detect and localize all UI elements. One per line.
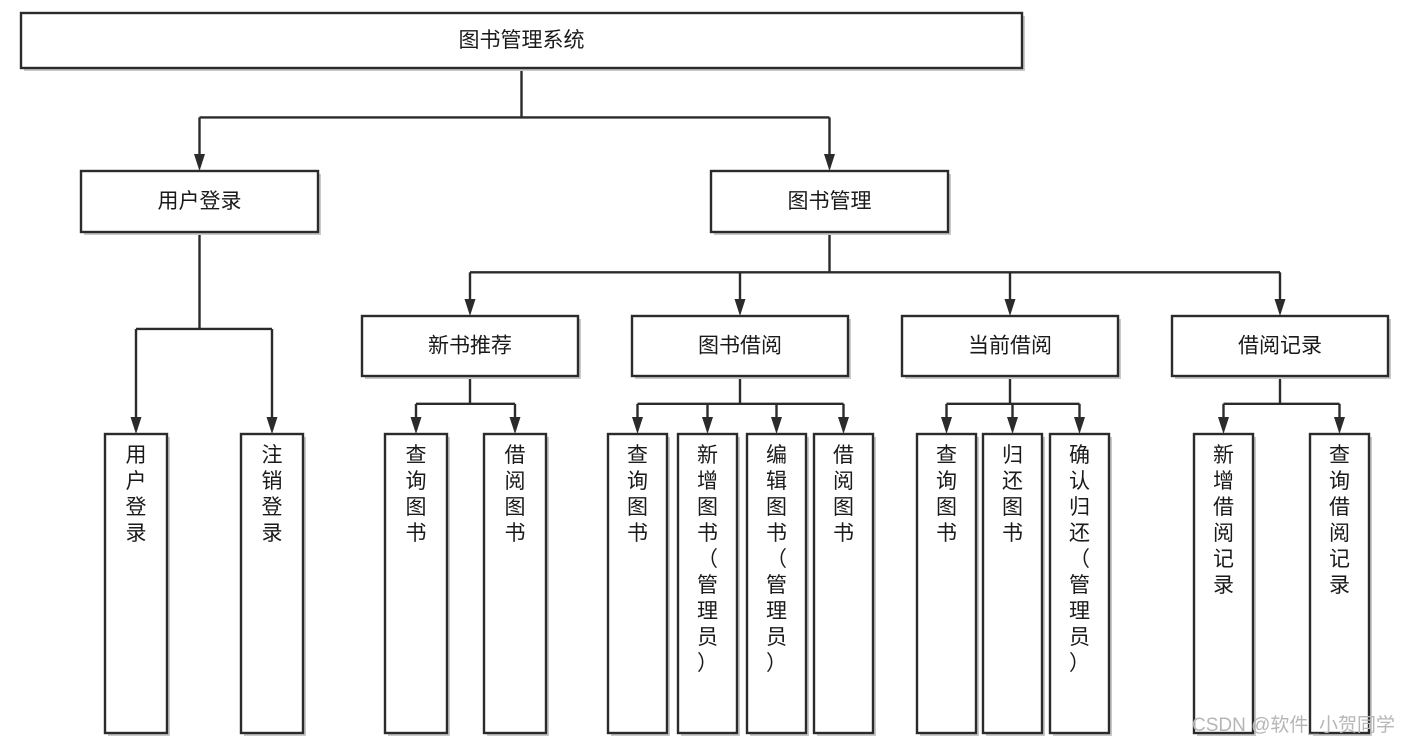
node-box[interactable] (630, 314, 850, 378)
node-label: 借阅记录 (1238, 335, 1322, 358)
node-box[interactable] (1308, 432, 1371, 735)
node-box[interactable] (709, 169, 950, 234)
node-label: 新书推荐 (428, 335, 512, 358)
node-label: 借阅图书 (833, 444, 854, 545)
connector-group-borrow-record (1218, 376, 1345, 434)
node-label: 编辑图书（管理员） (766, 444, 787, 675)
node-label: 图书管理 (788, 190, 872, 213)
connector-group-book-manage (464, 232, 1286, 316)
node-box[interactable] (981, 432, 1044, 735)
node-leaf-confirm-return-admin[interactable]: 确认归还（管理员） (1048, 432, 1112, 736)
node-box[interactable] (383, 432, 449, 735)
node-leaf-query-book-2[interactable]: 查询图书 (606, 432, 670, 736)
node-label: 用户登录 (126, 444, 147, 545)
node-leaf-add-borrow-record[interactable]: 新增借阅记录 (1192, 432, 1256, 736)
node-box[interactable] (482, 432, 548, 735)
node-label: 查询图书 (406, 444, 427, 545)
node-box[interactable] (812, 432, 875, 735)
node-current-borrow[interactable]: 当前借阅 (900, 314, 1121, 379)
node-label: 图书管理系统 (459, 29, 585, 52)
node-leaf-query-book-3[interactable]: 查询图书 (915, 432, 979, 736)
node-box[interactable] (239, 432, 305, 735)
node-label: 用户登录 (158, 190, 242, 213)
node-new-book-recommend[interactable]: 新书推荐 (360, 314, 581, 379)
node-box[interactable] (1170, 314, 1390, 378)
node-leaf-edit-book-admin[interactable]: 编辑图书（管理员） (745, 432, 809, 736)
node-box[interactable] (745, 432, 808, 735)
connector-layer (130, 68, 1345, 434)
node-book-manage[interactable]: 图书管理 (709, 169, 951, 235)
node-label: 新增借阅记录 (1213, 444, 1234, 597)
node-box[interactable] (79, 169, 320, 234)
node-box[interactable] (915, 432, 978, 735)
node-layer: 图书管理系统用户登录图书管理新书推荐图书借阅当前借阅借阅记录用户登录注销登录查询… (19, 11, 1391, 736)
watermark-label: CSDN @软件_小贺同学 (1192, 714, 1395, 736)
node-leaf-query-book-1[interactable]: 查询图书 (383, 432, 450, 736)
node-label: 新增图书（管理员） (697, 444, 718, 675)
node-leaf-return-book[interactable]: 归还图书 (981, 432, 1045, 736)
node-label: 查询图书 (936, 444, 957, 545)
node-leaf-user-login[interactable]: 用户登录 (103, 432, 170, 736)
node-user-login[interactable]: 用户登录 (79, 169, 321, 235)
node-leaf-add-book-admin[interactable]: 新增图书（管理员） (676, 432, 740, 736)
node-leaf-logout[interactable]: 注销登录 (239, 432, 306, 736)
node-box[interactable] (900, 314, 1120, 378)
node-label: 归还图书 (1002, 444, 1023, 545)
connector-group-current-borrow (941, 376, 1085, 434)
node-root[interactable]: 图书管理系统 (19, 11, 1025, 71)
node-label: 确认归还（管理员） (1069, 444, 1090, 675)
node-leaf-borrow-book-1[interactable]: 借阅图书 (482, 432, 549, 736)
node-box[interactable] (606, 432, 669, 735)
connector-group-root (194, 68, 835, 171)
node-box[interactable] (676, 432, 739, 735)
node-box[interactable] (1048, 432, 1111, 735)
node-borrow-record[interactable]: 借阅记录 (1170, 314, 1391, 379)
node-leaf-query-borrow-record[interactable]: 查询借阅记录 (1308, 432, 1372, 736)
node-box[interactable] (103, 432, 169, 735)
node-box[interactable] (360, 314, 580, 378)
connector-group-book-borrow (632, 376, 849, 434)
node-book-borrow[interactable]: 图书借阅 (630, 314, 851, 379)
node-box[interactable] (1192, 432, 1255, 735)
node-box[interactable] (19, 11, 1024, 70)
node-label: 查询借阅记录 (1329, 444, 1350, 597)
connector-group-new-book-recommend (410, 376, 521, 434)
node-label: 图书借阅 (698, 335, 782, 358)
node-label: 查询图书 (627, 444, 648, 545)
connector-group-user-login (130, 232, 278, 434)
node-label: 借阅图书 (505, 444, 526, 545)
node-label: 当前借阅 (968, 335, 1052, 358)
node-leaf-borrow-book-2[interactable]: 借阅图书 (812, 432, 876, 736)
node-label: 注销登录 (262, 444, 283, 545)
